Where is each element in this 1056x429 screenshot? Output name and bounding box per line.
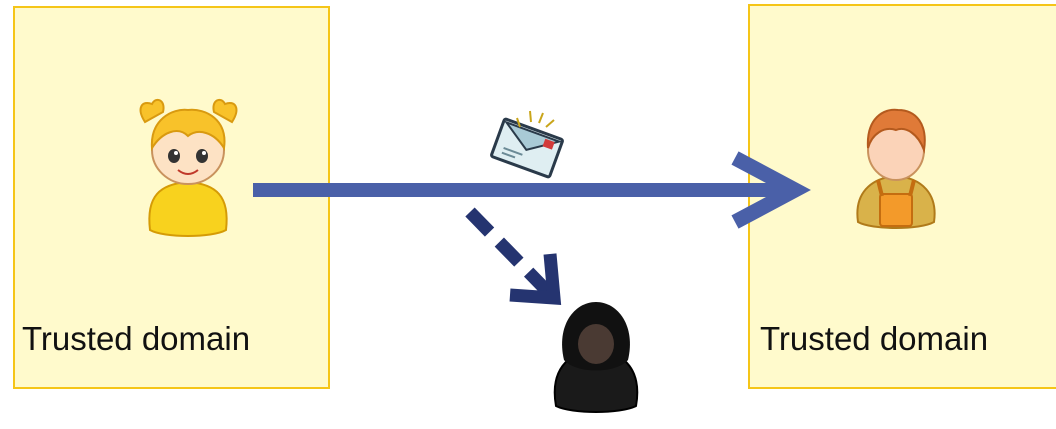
boy-avatar-icon [856, 108, 936, 229]
hooded-figure-icon [553, 302, 639, 413]
trusted-domain-label-right: Trusted domain [760, 320, 989, 357]
envelope-icon [490, 117, 564, 179]
intercept-arrow [465, 207, 562, 306]
trusted-domain-label-left: Trusted domain [22, 320, 251, 357]
envelope-sparkles-icon [516, 110, 555, 128]
girl-avatar-icon [139, 98, 238, 237]
main-arrow [253, 151, 811, 229]
